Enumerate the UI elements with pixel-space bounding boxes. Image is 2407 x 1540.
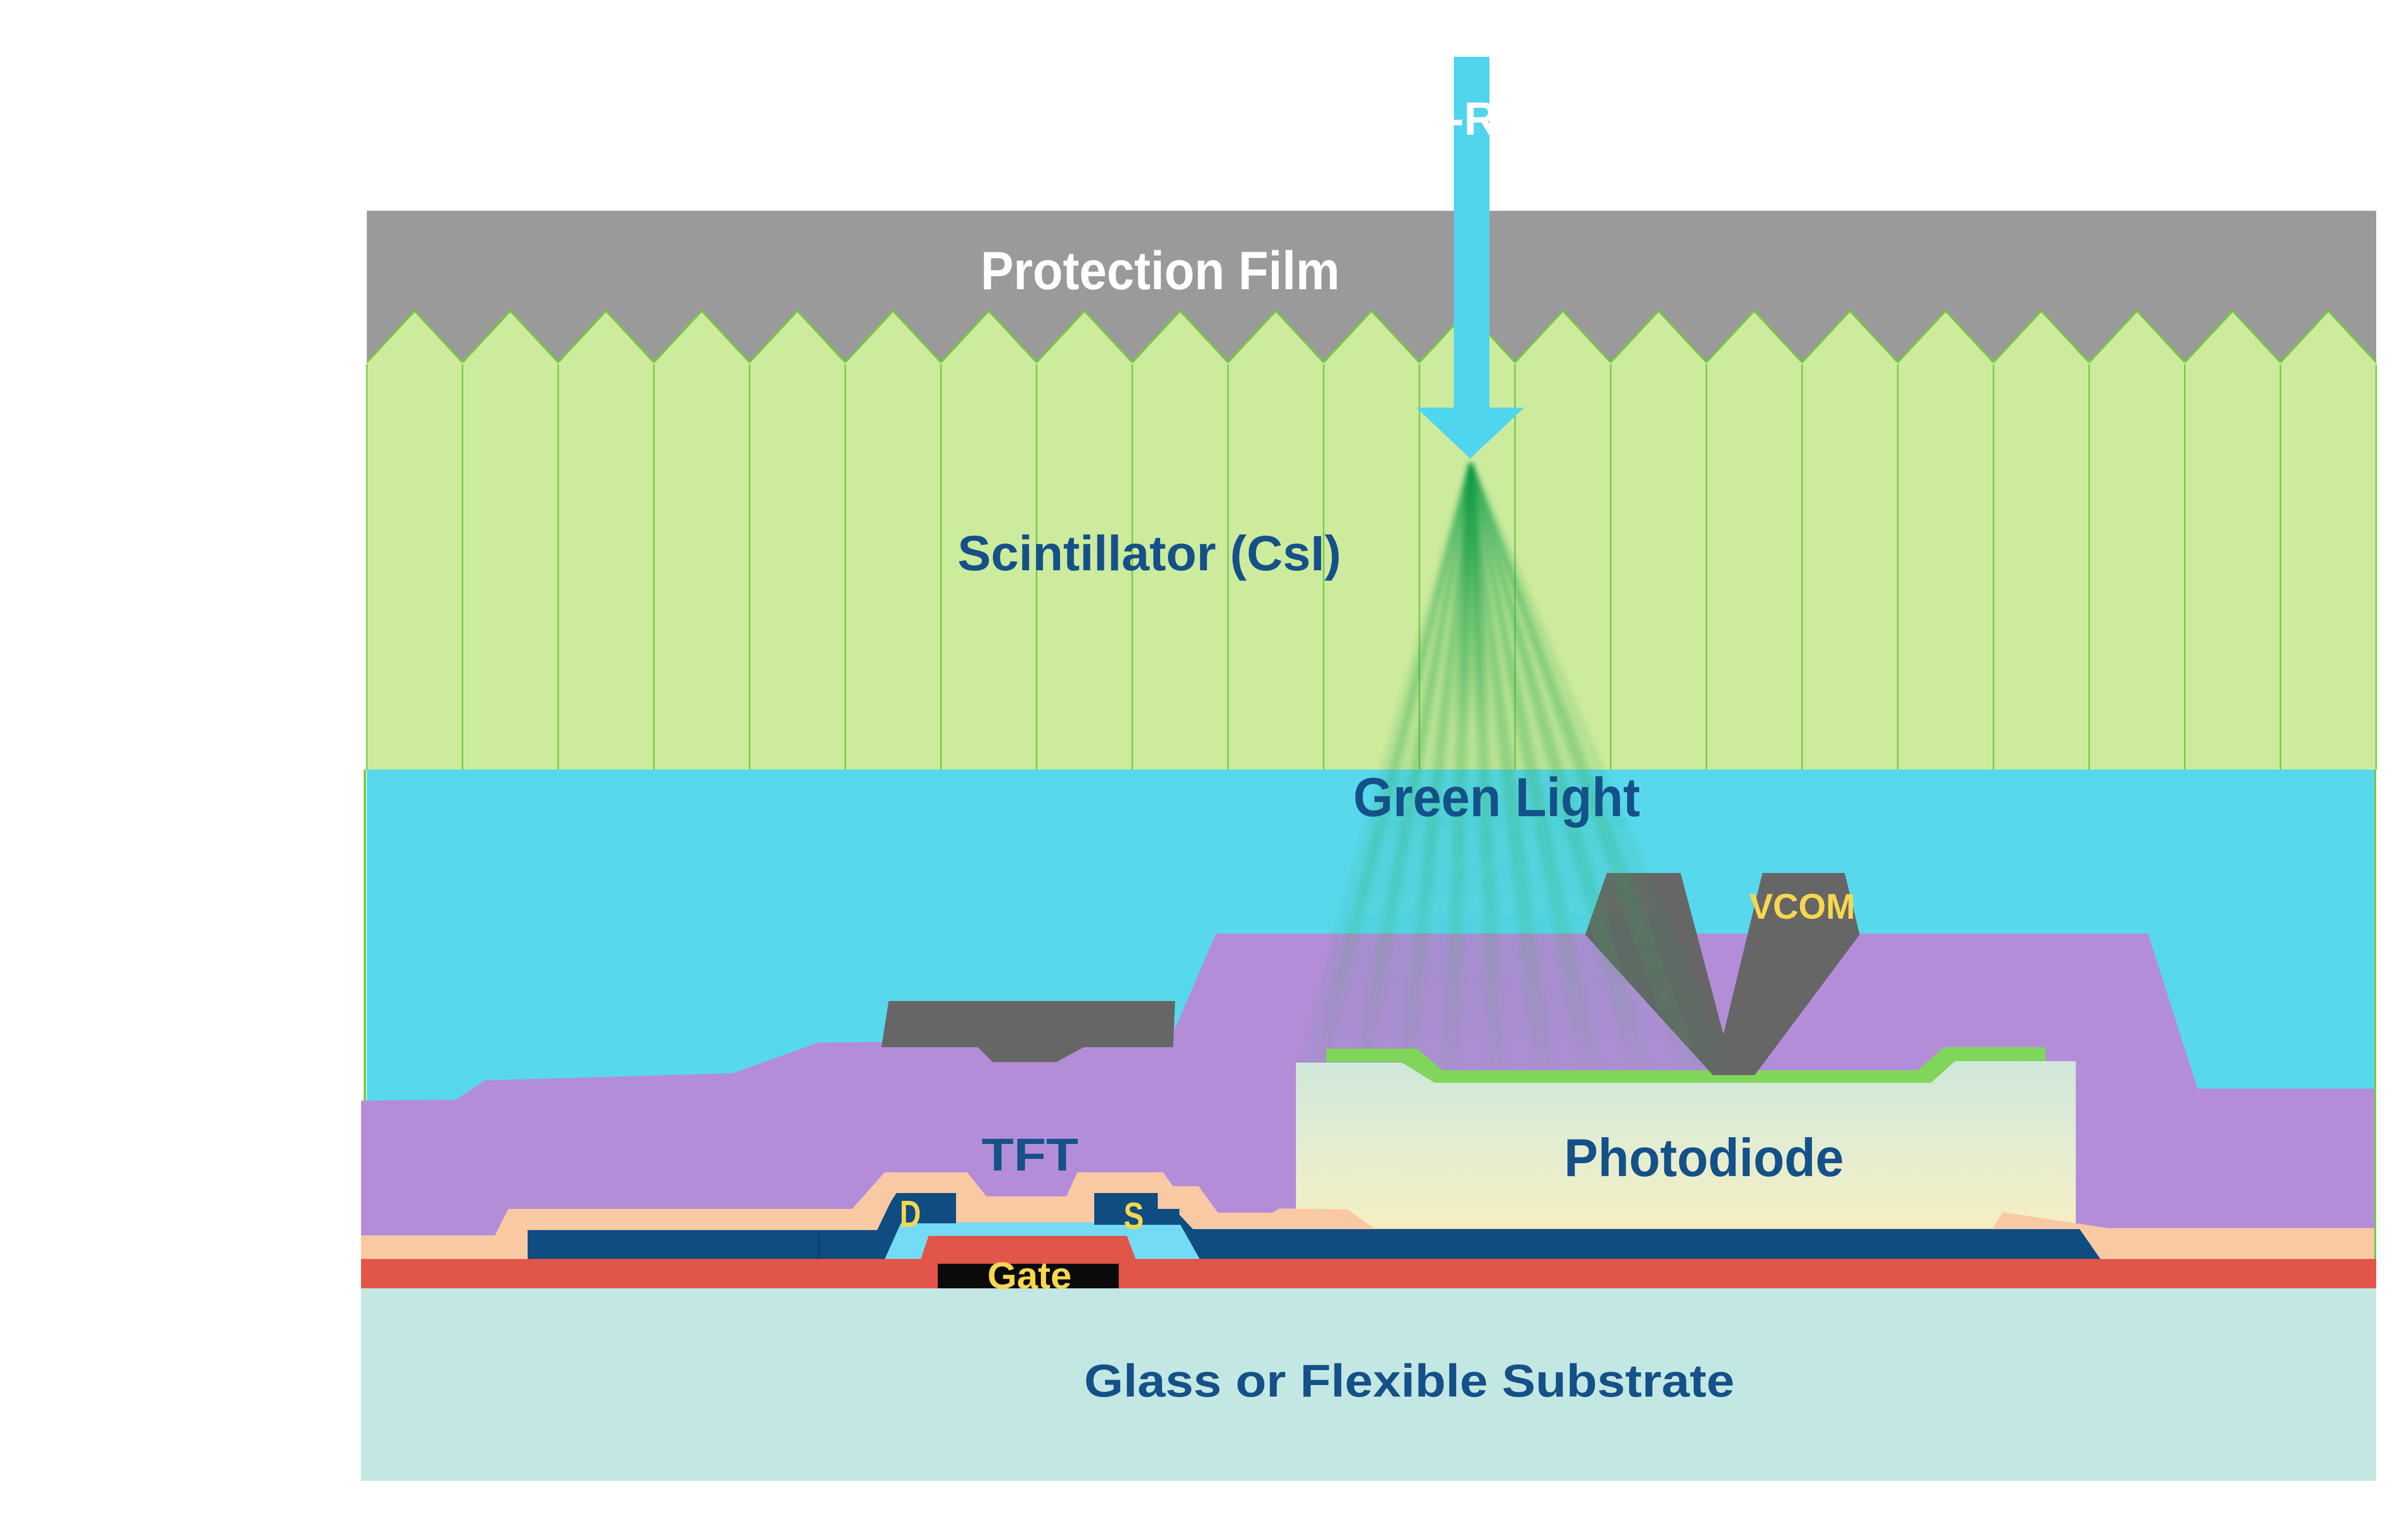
svg-text:Gate: Gate: [987, 1254, 1072, 1296]
svg-text:D: D: [900, 1193, 921, 1235]
svg-text:Photodiode: Photodiode: [1564, 1128, 1844, 1188]
svg-text:Green Light: Green Light: [1353, 767, 1640, 828]
svg-text:X-Ray: X-Ray: [1418, 92, 1549, 145]
svg-text:Protection Film: Protection Film: [981, 241, 1340, 301]
svg-text:Glass or Flexible Substrate: Glass or Flexible Substrate: [1084, 1355, 1734, 1407]
svg-text:TFT: TFT: [982, 1129, 1078, 1181]
svg-text:S: S: [1124, 1194, 1144, 1237]
svg-text:Scintillator (CsI): Scintillator (CsI): [958, 526, 1341, 581]
svg-text:VCOM: VCOM: [1749, 886, 1855, 926]
